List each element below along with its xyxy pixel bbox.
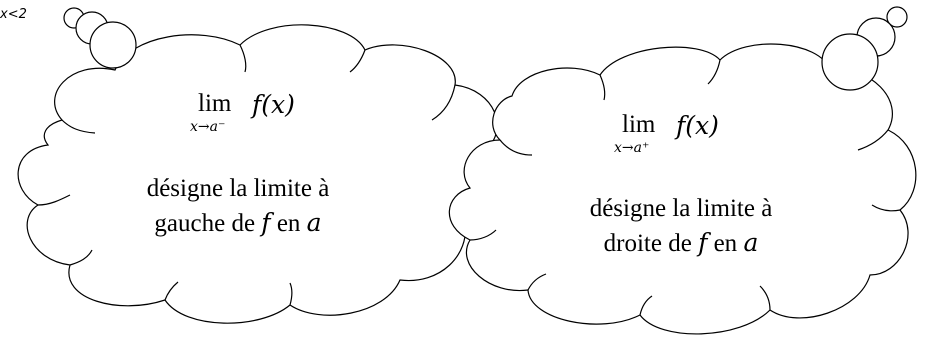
thought-bubble-large <box>821 33 879 91</box>
right-cloud-crease <box>599 74 606 101</box>
left-cloud-crease <box>349 49 366 73</box>
right-cloud-crease <box>469 229 497 241</box>
right-description-line2: droite de f en a <box>556 226 806 261</box>
thought-bubble-small <box>886 6 908 28</box>
math-f: f <box>261 208 271 237</box>
left-cloud-crease <box>37 194 71 206</box>
right-cloud-crease <box>527 273 547 291</box>
desc-text: gauche de <box>154 210 262 237</box>
right-cloud-crease <box>707 59 721 85</box>
desc-text: en <box>707 230 744 257</box>
left-cloud-crease <box>289 282 293 306</box>
math-a: a <box>743 228 759 257</box>
left-cloud-shape <box>17 24 498 324</box>
lim-operator: lim <box>198 90 232 117</box>
right-cloud-crease <box>871 204 901 212</box>
left-cloud-crease <box>61 119 96 134</box>
left-cloud-crease <box>431 84 456 121</box>
right-description-line1: désigne la limite à <box>589 195 773 222</box>
lim-operator: lim <box>622 111 656 138</box>
right-description: désigne la limite à droite de f en a <box>556 192 806 261</box>
right-cloud-shape <box>448 43 917 335</box>
math-f: f <box>698 228 708 257</box>
desc-text: droite de <box>603 230 699 257</box>
thought-bubble-large <box>89 21 137 69</box>
left-description-line2: gauche de f en a <box>118 206 358 241</box>
lim-function: f(x) <box>252 90 295 119</box>
lim-subscript: x→a⁺ <box>614 140 650 156</box>
lim-function: f(x) <box>676 111 719 140</box>
left-description: désigne la limite à gauche de f en a <box>118 172 358 241</box>
right-cloud-crease <box>499 139 533 156</box>
right-cloud-crease <box>639 295 653 316</box>
left-cloud-crease <box>69 249 93 266</box>
right-limit-expression: lim x→a⁺ f(x) <box>614 111 764 171</box>
left-cloud-crease <box>164 281 179 301</box>
lim-subscript: x→a⁻ <box>190 119 226 135</box>
right-cloud-crease <box>857 129 889 151</box>
left-limit-expression: lim x→a⁻ f(x) <box>190 90 340 150</box>
desc-text: en <box>270 210 307 237</box>
left-description-line1: désigne la limite à <box>146 175 330 202</box>
left-cloud-crease <box>239 44 247 73</box>
math-a: a <box>306 208 322 237</box>
cropped-text-fragment: x<2 <box>0 7 27 22</box>
right-cloud-crease <box>759 285 771 311</box>
